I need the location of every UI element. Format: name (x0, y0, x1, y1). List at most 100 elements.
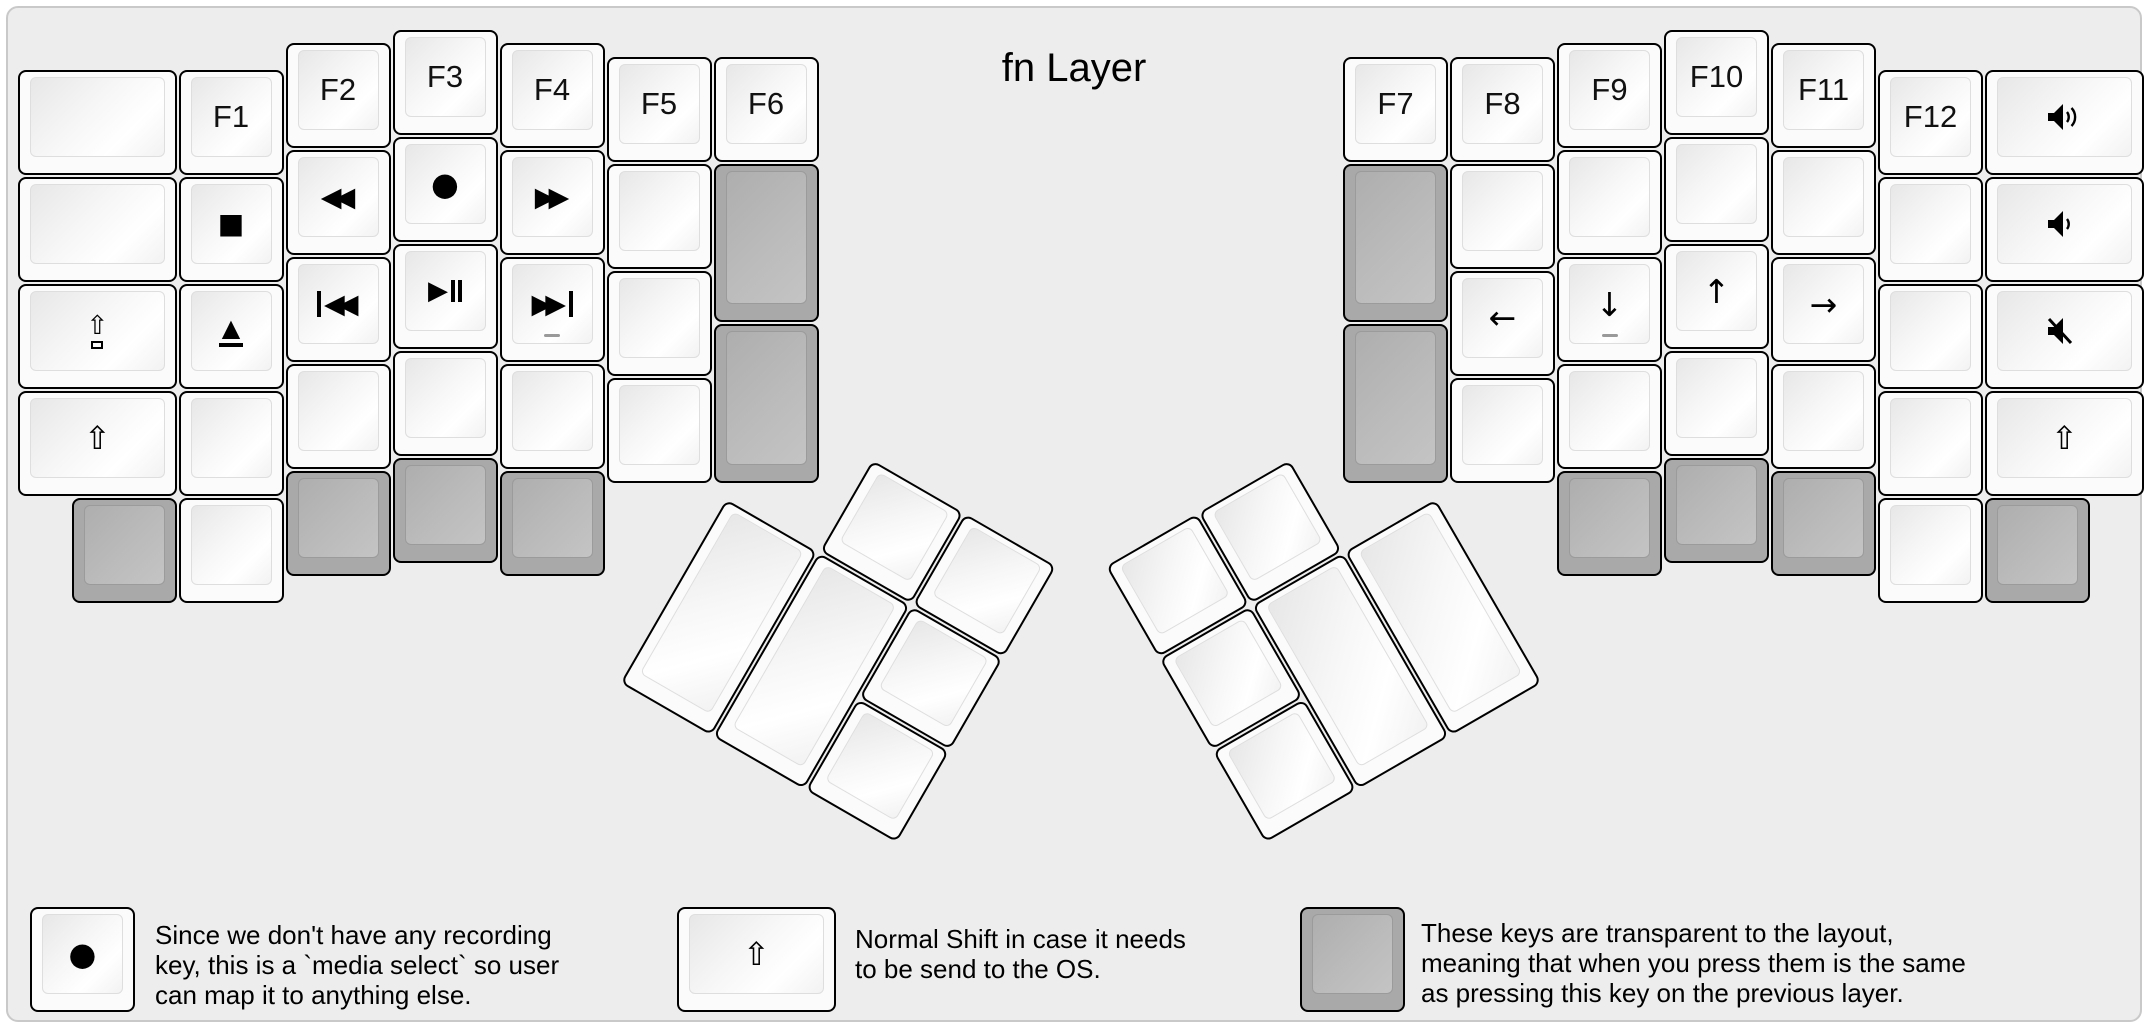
key-arrow-down[interactable]: ↓ (1557, 257, 1662, 363)
key-f12[interactable]: F12 (1878, 70, 1983, 176)
blank-key[interactable] (18, 70, 177, 176)
keytop (1890, 184, 1971, 265)
key-volume-up[interactable] (1985, 70, 2144, 176)
blank-key[interactable] (1664, 137, 1769, 242)
keytop (1462, 384, 1543, 465)
keytop (1997, 184, 2132, 265)
key-f7[interactable]: F7 (1343, 56, 1448, 162)
blank-key[interactable] (1771, 150, 1876, 256)
transparent-key[interactable] (392, 458, 498, 563)
key-label: F10 (1689, 59, 1744, 94)
legend-transparent-text: These keys are transparent to the layout… (1421, 918, 1966, 1008)
blank-key[interactable] (1878, 498, 1983, 604)
key-arrow-up[interactable]: ↑ (1664, 244, 1769, 349)
transparent-key[interactable] (1343, 163, 1448, 323)
keytop: ● (404, 144, 486, 224)
transparent-key[interactable] (71, 498, 177, 604)
key-caps-lock[interactable]: ⇧ (18, 284, 177, 390)
key-next-track[interactable]: ▶▶ (499, 257, 605, 363)
transparent-key[interactable] (1664, 458, 1769, 563)
blank-key[interactable] (606, 163, 712, 269)
keytop (618, 384, 700, 465)
blank-key[interactable] (1771, 364, 1876, 470)
blank-key[interactable] (606, 377, 712, 483)
homing-bar (1601, 334, 1618, 338)
blank-key[interactable] (1450, 163, 1555, 269)
transparent-key[interactable] (1343, 324, 1448, 483)
key-play-pause[interactable]: ▶ (392, 244, 498, 349)
keytop: ⇧ (689, 914, 824, 994)
legend-shift-text: Normal Shift in case it needs to be send… (855, 924, 1186, 984)
key-arrow-left[interactable]: ← (1450, 270, 1555, 376)
blank-key[interactable] (499, 364, 605, 470)
keytop: F11 (1783, 50, 1864, 131)
keytop (1569, 478, 1650, 559)
shift-icon: ⇧ (83, 419, 111, 458)
key-label: ↑ (1702, 271, 1731, 311)
key-stop[interactable]: ■ (178, 177, 284, 283)
key-f3[interactable]: F3 (392, 30, 498, 135)
key-f10[interactable]: F10 (1664, 30, 1769, 135)
key-arrow-right[interactable]: → (1771, 257, 1876, 363)
blank-key[interactable] (285, 364, 391, 470)
key-f8[interactable]: F8 (1450, 56, 1555, 162)
keytop (1355, 170, 1436, 305)
transparent-key[interactable] (1771, 471, 1876, 577)
keytop (1997, 77, 2132, 158)
key-volume-down[interactable] (1985, 177, 2144, 283)
keytop (1212, 472, 1323, 583)
key-f9[interactable]: F9 (1557, 43, 1662, 149)
key-fast-forward[interactable]: ▶▶ (499, 150, 605, 256)
blank-key[interactable] (1557, 150, 1662, 256)
keytop (725, 331, 807, 465)
rewind-icon: ◀◀ (320, 181, 356, 213)
key-record-media-select[interactable]: ● (392, 137, 498, 242)
blank-key[interactable] (1878, 177, 1983, 283)
key-eject[interactable]: ▲ (178, 284, 284, 390)
key-f5[interactable]: F5 (606, 56, 712, 162)
key-label: F5 (640, 85, 678, 121)
key-label: F7 (1377, 85, 1414, 121)
keytop (1997, 505, 2078, 586)
blank-key[interactable] (1557, 364, 1662, 470)
key-shift-left[interactable]: ⇧ (18, 391, 177, 497)
blank-key[interactable] (606, 270, 712, 376)
transparent-key[interactable] (499, 471, 605, 577)
keytop: F10 (1676, 37, 1757, 117)
keytop: F5 (618, 63, 700, 144)
transparent-key[interactable] (285, 471, 391, 577)
key-f1[interactable]: F1 (178, 70, 284, 176)
keytop (1462, 170, 1543, 251)
key-mute[interactable] (1985, 284, 2144, 390)
key-label: F12 (1903, 99, 1958, 135)
keytop: ▶▶ (511, 264, 593, 345)
keytop: ◀◀ (297, 264, 379, 345)
key-f11[interactable]: F11 (1771, 43, 1876, 149)
key-f2[interactable]: F2 (285, 43, 391, 149)
transparent-key[interactable] (713, 163, 819, 323)
transparent-key[interactable] (713, 324, 819, 483)
blank-key[interactable] (1878, 391, 1983, 497)
keytop (1569, 371, 1650, 452)
record-icon: ● (431, 165, 459, 203)
blank-key[interactable] (392, 351, 498, 456)
key-shift-right[interactable]: ⇧ (1985, 391, 2144, 497)
blank-key[interactable] (178, 391, 284, 497)
key-rewind[interactable]: ◀◀ (285, 150, 391, 256)
blank-key[interactable] (1450, 377, 1555, 483)
transparent-key[interactable] (1557, 471, 1662, 577)
blank-key[interactable] (1664, 351, 1769, 456)
key-f6[interactable]: F6 (713, 56, 819, 162)
key-label: F8 (1484, 85, 1521, 121)
legend-shift-key: ⇧ (677, 907, 836, 1012)
key-f4[interactable]: F4 (499, 43, 605, 149)
keytop (1783, 478, 1864, 559)
blank-key[interactable] (1878, 284, 1983, 390)
key-label: F6 (747, 85, 785, 121)
next-track-icon: ▶▶ (531, 291, 573, 318)
blank-key[interactable] (18, 177, 177, 283)
blank-key[interactable] (178, 498, 284, 604)
key-prev-track[interactable]: ◀◀ (285, 257, 391, 363)
transparent-key[interactable] (1985, 498, 2090, 604)
